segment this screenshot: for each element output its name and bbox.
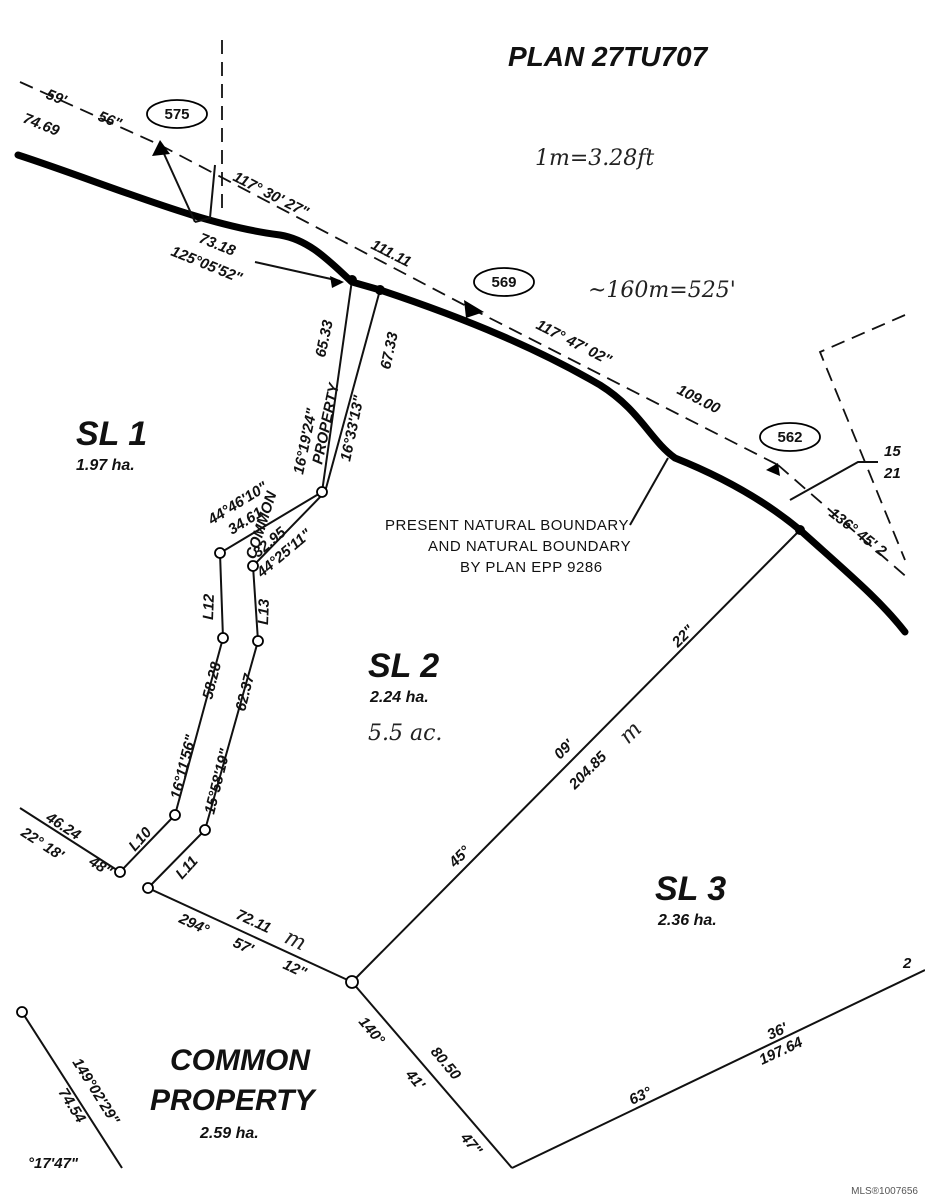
dim-south-bearing-b: 57' <box>230 934 256 958</box>
dim-cp-west-distance: 65.33 <box>312 318 337 359</box>
pin <box>114 866 126 878</box>
bottom-line <box>511 969 925 1169</box>
dim-south-distance: 72.11 <box>233 906 273 937</box>
sw-leg-line <box>351 981 513 1169</box>
pin <box>217 632 229 644</box>
monument-569-label: 569 <box>491 274 516 291</box>
mls-watermark: MLS®1007656 <box>851 1186 918 1197</box>
dim-sw-leg-distance: 80.50 <box>427 1044 465 1084</box>
dim-bottom-deg: 63° <box>627 1083 656 1108</box>
left-line <box>19 807 121 873</box>
survey-pins <box>16 486 359 1018</box>
dim-right-bearing: 136° 45' 2 <box>826 505 891 561</box>
handwritten-acreage: 5.5 ac. <box>368 721 442 746</box>
dim-cp-east-distance: 67.33 <box>377 330 402 371</box>
pin <box>16 1006 28 1018</box>
diagonal-line <box>351 529 801 983</box>
dim-sw-leg-min: 41' <box>401 1066 428 1094</box>
dashed-569-562 <box>469 307 779 466</box>
sl2-area: 2.24 ha. <box>369 689 429 706</box>
plan-title: PLAN 27TU707 <box>508 41 709 72</box>
far-left-line <box>21 1011 123 1169</box>
south-line <box>147 887 353 983</box>
sl1-name: SL 1 <box>76 415 147 453</box>
arrow-575 <box>152 140 170 156</box>
tie-line-575 <box>159 144 196 223</box>
cp-east-line <box>147 289 381 889</box>
pin <box>345 975 359 989</box>
dim-bottom-right: 2 <box>902 955 912 972</box>
line-label-l10: L10 <box>125 824 155 855</box>
handwritten-conversion: 1m=3.28ft <box>535 146 654 171</box>
handwritten-metres-2: m <box>615 717 647 749</box>
monuments: 575 569 562 <box>146 99 821 452</box>
line-label-l12: L12 <box>200 593 218 620</box>
dim-top-bearing-a: 59' <box>44 86 70 110</box>
dim-sw-distance-1: 58.28 <box>199 660 225 701</box>
dim-diag-deg: 45° <box>445 842 474 871</box>
dim-left-bearing-b: 48" <box>85 853 116 881</box>
tie-arrow-line <box>254 261 341 282</box>
monument-562-label: 562 <box>777 429 802 446</box>
arrow-569 <box>464 300 484 318</box>
monument-575-label: 575 <box>164 106 189 123</box>
dim-dist-575-569: 111.11 <box>368 236 414 270</box>
boundary-points <box>347 275 805 535</box>
boundary-leader <box>629 457 669 526</box>
sl1-area: 1.97 ha. <box>76 457 135 474</box>
arrow-562 <box>766 463 780 476</box>
dim-right-edge-b: 21 <box>883 465 901 482</box>
monument-569: 569 <box>473 267 535 297</box>
dashed-boundaries <box>19 40 911 581</box>
pin <box>247 560 259 572</box>
handwritten-length: ~160m=525' <box>588 278 736 303</box>
dim-brg-575-569: 117° 30' 27" <box>230 168 312 221</box>
pin <box>169 809 181 821</box>
east-leader <box>789 461 878 501</box>
boundary-note-2: AND NATURAL BOUNDARY <box>428 538 631 555</box>
monument-575: 575 <box>146 99 208 129</box>
dim-sw-bearing-2: 15°58'19" <box>201 746 234 816</box>
arrow-tie <box>330 276 344 288</box>
pin <box>142 882 154 894</box>
dim-far-left-distance: 74.54 <box>55 1085 90 1126</box>
dim-sw-bearing-1: 16°11'56" <box>167 732 200 801</box>
common-area: 2.59 ha. <box>199 1125 259 1142</box>
dim-top-distance: 74.69 <box>21 110 63 140</box>
cp-west-line <box>119 279 353 873</box>
arrows <box>152 140 780 476</box>
dim-far-left-partial: °17'47" <box>28 1155 79 1172</box>
dim-dist-569-562: 109.00 <box>674 381 723 417</box>
pin <box>316 486 328 498</box>
dashed-575-569 <box>159 144 471 309</box>
dim-sw-distance-2: 62.37 <box>232 672 258 713</box>
line-label-l13: L13 <box>255 598 273 625</box>
dim-diag-sec: 22" <box>668 621 698 651</box>
pin <box>375 285 385 295</box>
pin <box>199 824 211 836</box>
sl2-name: SL 2 <box>368 647 439 685</box>
common-name-1: COMMON <box>170 1044 311 1077</box>
boundary-note-1: PRESENT NATURAL BOUNDARY <box>385 517 629 534</box>
lot-lines <box>19 144 925 1169</box>
tie-bracket <box>194 164 216 223</box>
pin <box>795 525 805 535</box>
dashed-562-east <box>777 464 911 581</box>
dim-right-edge-a: 15 <box>884 443 901 460</box>
pin <box>252 635 264 647</box>
pin <box>214 547 226 559</box>
common-name-2: PROPERTY <box>150 1084 317 1117</box>
dashed-east-corner <box>818 314 906 561</box>
boundary-note-3: BY PLAN EPP 9286 <box>460 559 603 576</box>
dim-diag-distance: 204.85 <box>565 748 611 794</box>
monument-562: 562 <box>759 422 821 452</box>
sl3-name: SL 3 <box>655 870 726 908</box>
dim-top-bearing-b: 56" <box>96 108 125 133</box>
pin <box>347 275 357 285</box>
sl3-area: 2.36 ha. <box>657 912 717 929</box>
top-dashed-line <box>19 81 161 146</box>
